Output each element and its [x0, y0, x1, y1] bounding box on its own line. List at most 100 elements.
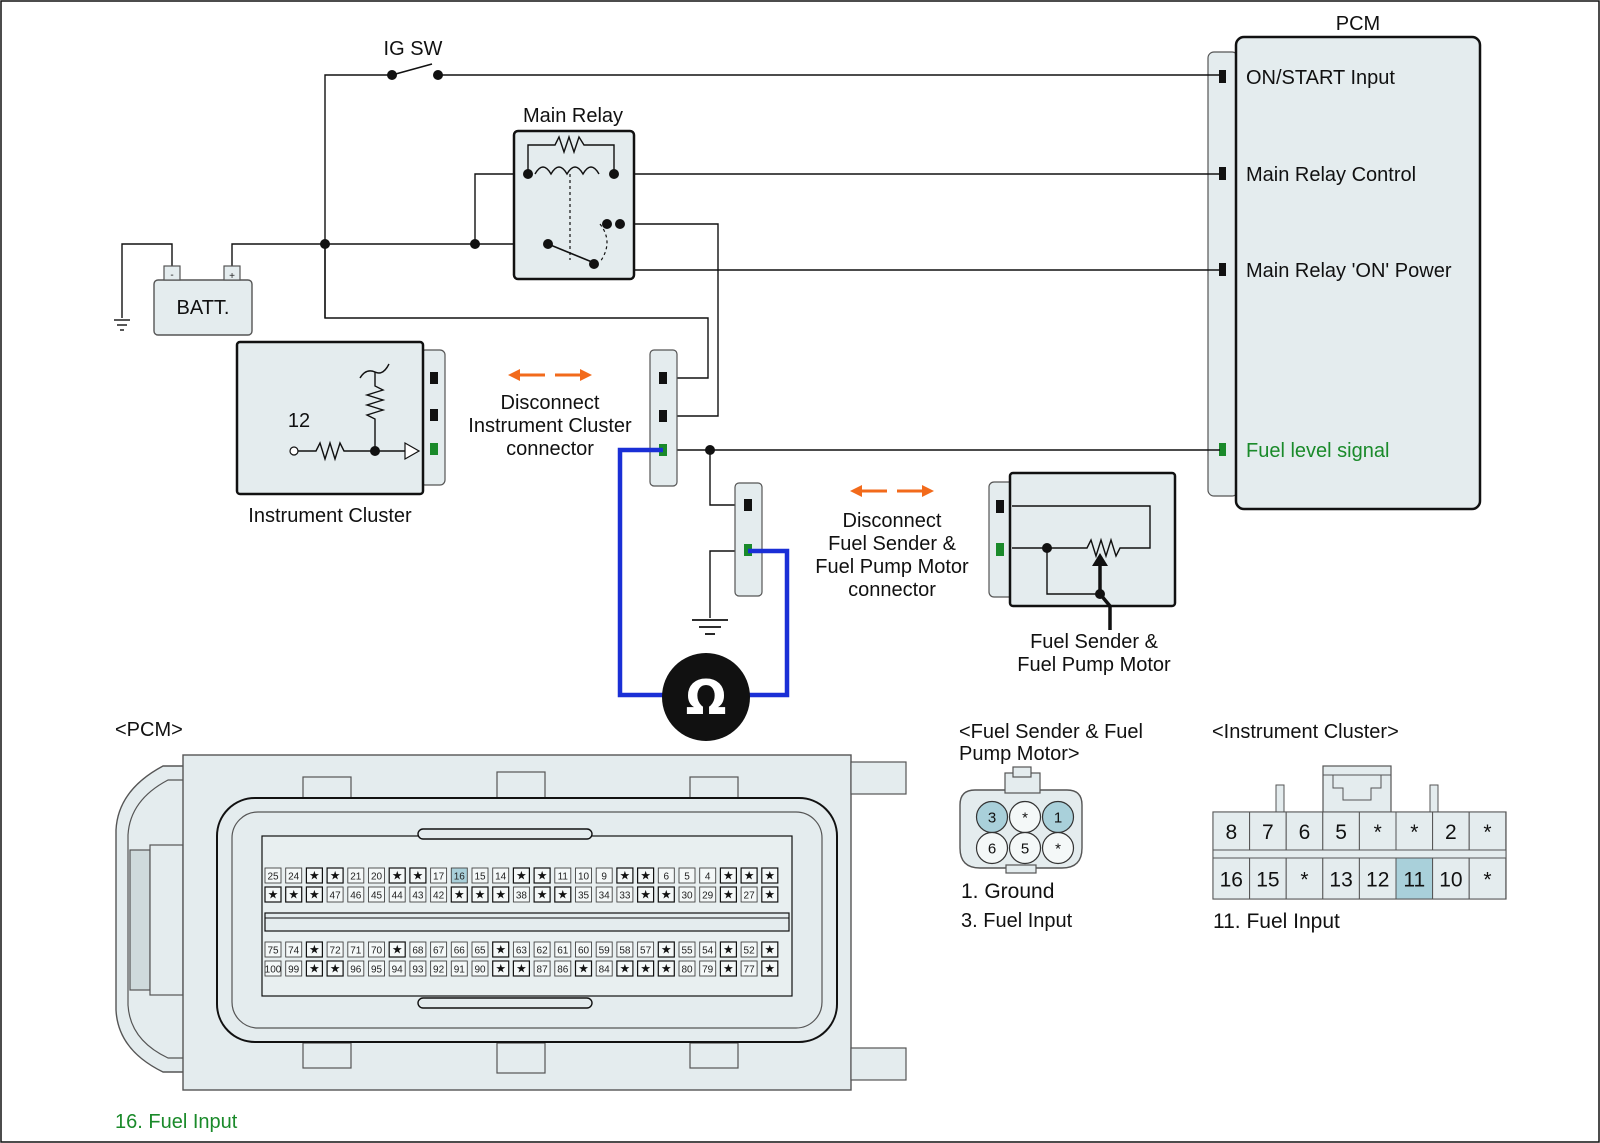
cluster-pin-label: 13	[1329, 869, 1352, 892]
junction-dot	[370, 446, 380, 456]
pcm-pin-main-relay-control	[1219, 167, 1226, 180]
pcm-pin-label: ★	[392, 869, 403, 883]
fuel-sender-pin-label: *	[1055, 841, 1061, 858]
cluster-pin-label: 5	[1335, 821, 1347, 844]
ohm-icon: Ω	[686, 670, 727, 726]
cluster-pin-signal	[430, 443, 438, 455]
wire-batt-minus	[121, 243, 173, 318]
ohmmeter: Ω	[617, 447, 790, 741]
cluster-pin	[1322, 811, 1360, 851]
pcm-pin-label: ★	[764, 869, 775, 883]
pcm-pin	[471, 886, 489, 903]
pcm-pin	[575, 867, 592, 884]
ig-switch-contact	[387, 70, 397, 80]
pcm-pin	[678, 886, 696, 903]
pcm-pin	[678, 941, 696, 958]
pcm-pin	[657, 867, 675, 884]
pcm-pin	[719, 886, 738, 903]
disconnect-sender-line2: Fuel Sender &	[828, 533, 957, 555]
pcm-pin	[595, 941, 613, 958]
cluster-pin-label: 10	[1439, 869, 1462, 892]
pcm-pin	[264, 941, 282, 958]
pcm-pin-label: 70	[371, 946, 383, 957]
fuel-sender-note-2: 3. Fuel Input	[961, 910, 1073, 932]
wire-relay-to-cluster-pin2	[620, 223, 719, 417]
cluster-connector-title: <Instrument Cluster>	[1212, 721, 1399, 743]
pcm-pin	[761, 960, 779, 977]
battery-minus-terminal	[163, 265, 181, 281]
pcm-pin-label: 29	[702, 891, 714, 902]
battery-plus-sign: +	[229, 271, 235, 282]
sender-harness-connector[interactable]	[734, 482, 763, 597]
pcm-pin-label: 46	[350, 891, 362, 902]
disconnect-sender-annotation: Disconnect Fuel Sender & Fuel Pump Motor…	[815, 485, 969, 601]
pcm-pin-label: 24	[288, 872, 300, 883]
pcm-pin-label: ★	[268, 888, 279, 902]
pcm-pin	[616, 867, 634, 884]
cluster-harness-connector[interactable]	[649, 349, 678, 487]
pcm-pin-label: ★	[392, 943, 403, 957]
cluster-pin	[1285, 811, 1324, 851]
disconnect-cluster-line3: connector	[506, 438, 594, 460]
pcm-pin	[450, 886, 468, 903]
pcm-pin	[409, 941, 427, 958]
pcm-pin	[699, 960, 717, 977]
fuel-sender-pin	[1041, 831, 1075, 865]
pcm-pin	[388, 941, 406, 958]
pcm-pin-main-relay-power	[1219, 263, 1226, 276]
fuel-sender-unit: Fuel Sender & Fuel Pump Motor	[988, 471, 1177, 676]
sender-float-arm	[1098, 560, 1112, 630]
pcm-pin	[554, 867, 572, 884]
pcm-pin-label: 27	[744, 891, 756, 902]
sender-pin	[996, 500, 1004, 513]
fuel-sender-pin-label: 6	[988, 841, 996, 858]
pcm-pin-label: ★	[723, 943, 734, 957]
sender-harness-connector-body[interactable]	[734, 482, 763, 597]
instrument-cluster: 12 Instrument Cluster	[235, 340, 446, 527]
main-relay-label: Main Relay	[523, 105, 623, 127]
pcm-pin-label: ★	[764, 888, 775, 902]
relay-contact-arm	[547, 243, 593, 263]
pcm-pin	[471, 867, 489, 884]
pcm-pin-label: 11	[558, 872, 569, 883]
disconnect-cluster-line1: Disconnect	[501, 392, 600, 414]
pcm-pin-fuel-level	[1219, 443, 1226, 456]
pcm-pin-label: 74	[288, 946, 300, 957]
pcm-pin	[533, 941, 551, 958]
pcm-pin-label: 42	[433, 891, 445, 902]
pcm-pin-label: 71	[350, 946, 362, 957]
pcm-pin-label: 58	[619, 946, 631, 957]
pcm-pin-label: ★	[309, 869, 320, 883]
cluster-pin	[1358, 811, 1397, 851]
pcm-pin	[595, 867, 613, 884]
disconnect-cluster-annotation: Disconnect Instrument Cluster connector	[468, 369, 632, 460]
pcm-pin	[368, 941, 385, 958]
meter-lead-left	[617, 447, 665, 698]
cluster-input-resistor	[298, 440, 405, 462]
pcm-pin	[740, 886, 758, 903]
pcm-pin	[368, 960, 385, 977]
pcm-pin	[347, 941, 365, 958]
relay-terminal	[602, 219, 612, 229]
pcm-pin-label: ★	[640, 888, 651, 902]
pcm-pin-label: 55	[681, 946, 693, 957]
pcm-pin-label: 35	[578, 891, 590, 902]
pcm-pin-label: ★	[413, 869, 424, 883]
pcm-label-main-relay-power: Main Relay 'ON' Power	[1246, 260, 1452, 282]
cluster-pin-number: 12	[288, 410, 310, 432]
pcm-pin	[347, 960, 365, 977]
pcm-pin	[285, 867, 303, 884]
ig-sw-label: IG SW	[384, 38, 443, 60]
fuel-sender-pin-label: 3	[988, 810, 996, 827]
relay-terminal	[523, 169, 533, 179]
pcm-pin-label: 59	[599, 946, 611, 957]
pcm-pin	[492, 941, 510, 958]
pcm-pin	[740, 960, 758, 977]
pcm-pin-label: 34	[599, 891, 611, 902]
battery-plus-terminal	[223, 265, 241, 281]
pcm-pin	[719, 867, 738, 884]
ig-switch-blade	[391, 63, 433, 76]
cluster-pin	[430, 409, 438, 421]
pcm-pin-label: 72	[330, 946, 342, 957]
